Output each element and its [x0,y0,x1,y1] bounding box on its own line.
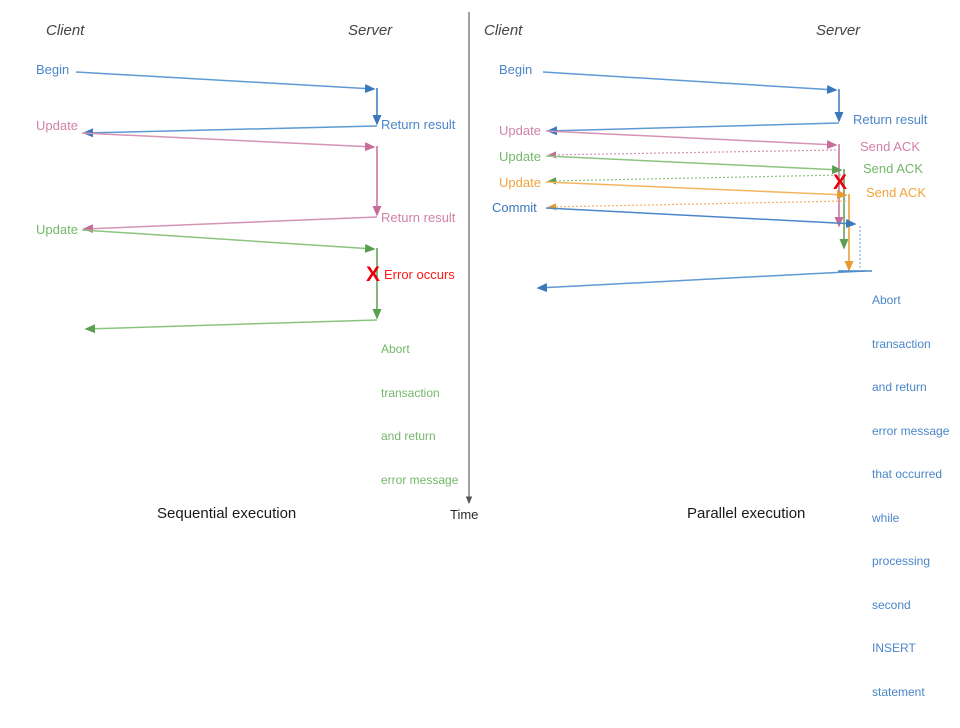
arrow-update-pink-right [545,130,838,150]
arrow-update-green-right [545,155,843,175]
left-abort-line-3: and return [381,429,436,443]
right-msg-send-ack-pink: Send ACK [860,139,920,154]
right-panel-wires [536,71,872,293]
right-actor-server: Server [816,22,861,39]
time-axis-label: Time [450,507,479,522]
left-actor-client: Client [46,22,85,39]
left-msg-return-result-2: Return result [381,210,456,225]
arrow-abort-right [536,270,866,293]
right-abort-line-2: transaction [872,336,931,351]
left-msg-return-result-1: Return result [381,117,456,132]
arrow-update-orange-right [545,181,848,200]
right-abort-line-1: Abort [872,293,901,307]
right-msg-send-ack-orange: Send ACK [866,185,926,200]
diagram-vector-layer [75,12,872,505]
left-abort-note: Abort transaction and return error messa… [381,313,458,516]
arrow-begin-left [75,71,376,93]
right-actor-client: Client [484,22,523,39]
right-abort-line-8: second [872,597,911,612]
arrow-send-ack-pink [547,149,837,159]
sequence-diagram-canvas: Client Server Begin Return result Update… [36,12,950,699]
right-msg-send-ack-green: Send ACK [863,161,923,176]
left-error-label: Error occurs [384,267,455,282]
error-x-icon-left: X [366,263,381,286]
right-abort-line-7: processing [872,554,931,568]
left-msg-update-pink: Update [36,118,78,133]
right-msg-update-pink: Update [499,123,541,138]
right-msg-return-result: Return result [853,112,928,127]
left-abort-line-2: transaction [381,385,440,400]
left-abort-line-4: error message [381,472,459,487]
left-panel-wires [75,71,382,334]
arrow-update-green-left [81,229,376,253]
right-msg-update-orange: Update [499,175,541,190]
arrow-send-ack-green [547,174,842,185]
left-abort-line-1: Abort [381,342,410,356]
arrow-commit-right [545,207,857,229]
arrow-return-result-right [546,122,840,136]
right-panel-caption: Parallel execution [687,505,806,522]
arrow-send-ack-orange [547,200,847,211]
right-abort-line-5: that occurred [872,467,943,481]
right-msg-begin: Begin [499,62,533,77]
right-abort-line-4: error message [872,423,950,438]
right-msg-commit: Commit [492,200,537,215]
right-abort-line-9: INSERT [872,641,916,655]
right-abort-line-10: statement [872,684,925,699]
right-abort-line-6: while [872,510,900,525]
error-x-icon-right: X [833,171,848,194]
left-msg-update-green: Update [36,222,78,237]
arrow-begin-right [542,71,838,94]
right-abort-line-3: and return [872,380,927,394]
left-actor-server: Server [348,22,393,39]
arrow-abort-left [84,319,378,334]
arrow-update-pink-left [81,132,376,152]
arrow-return-result-2-left [82,216,378,234]
right-msg-update-green: Update [499,149,541,164]
arrow-return-result-1-left [82,125,378,138]
left-panel-caption: Sequential execution [157,505,297,522]
left-msg-begin: Begin [36,62,70,77]
right-abort-note: Abort transaction and return error messa… [872,264,958,728]
